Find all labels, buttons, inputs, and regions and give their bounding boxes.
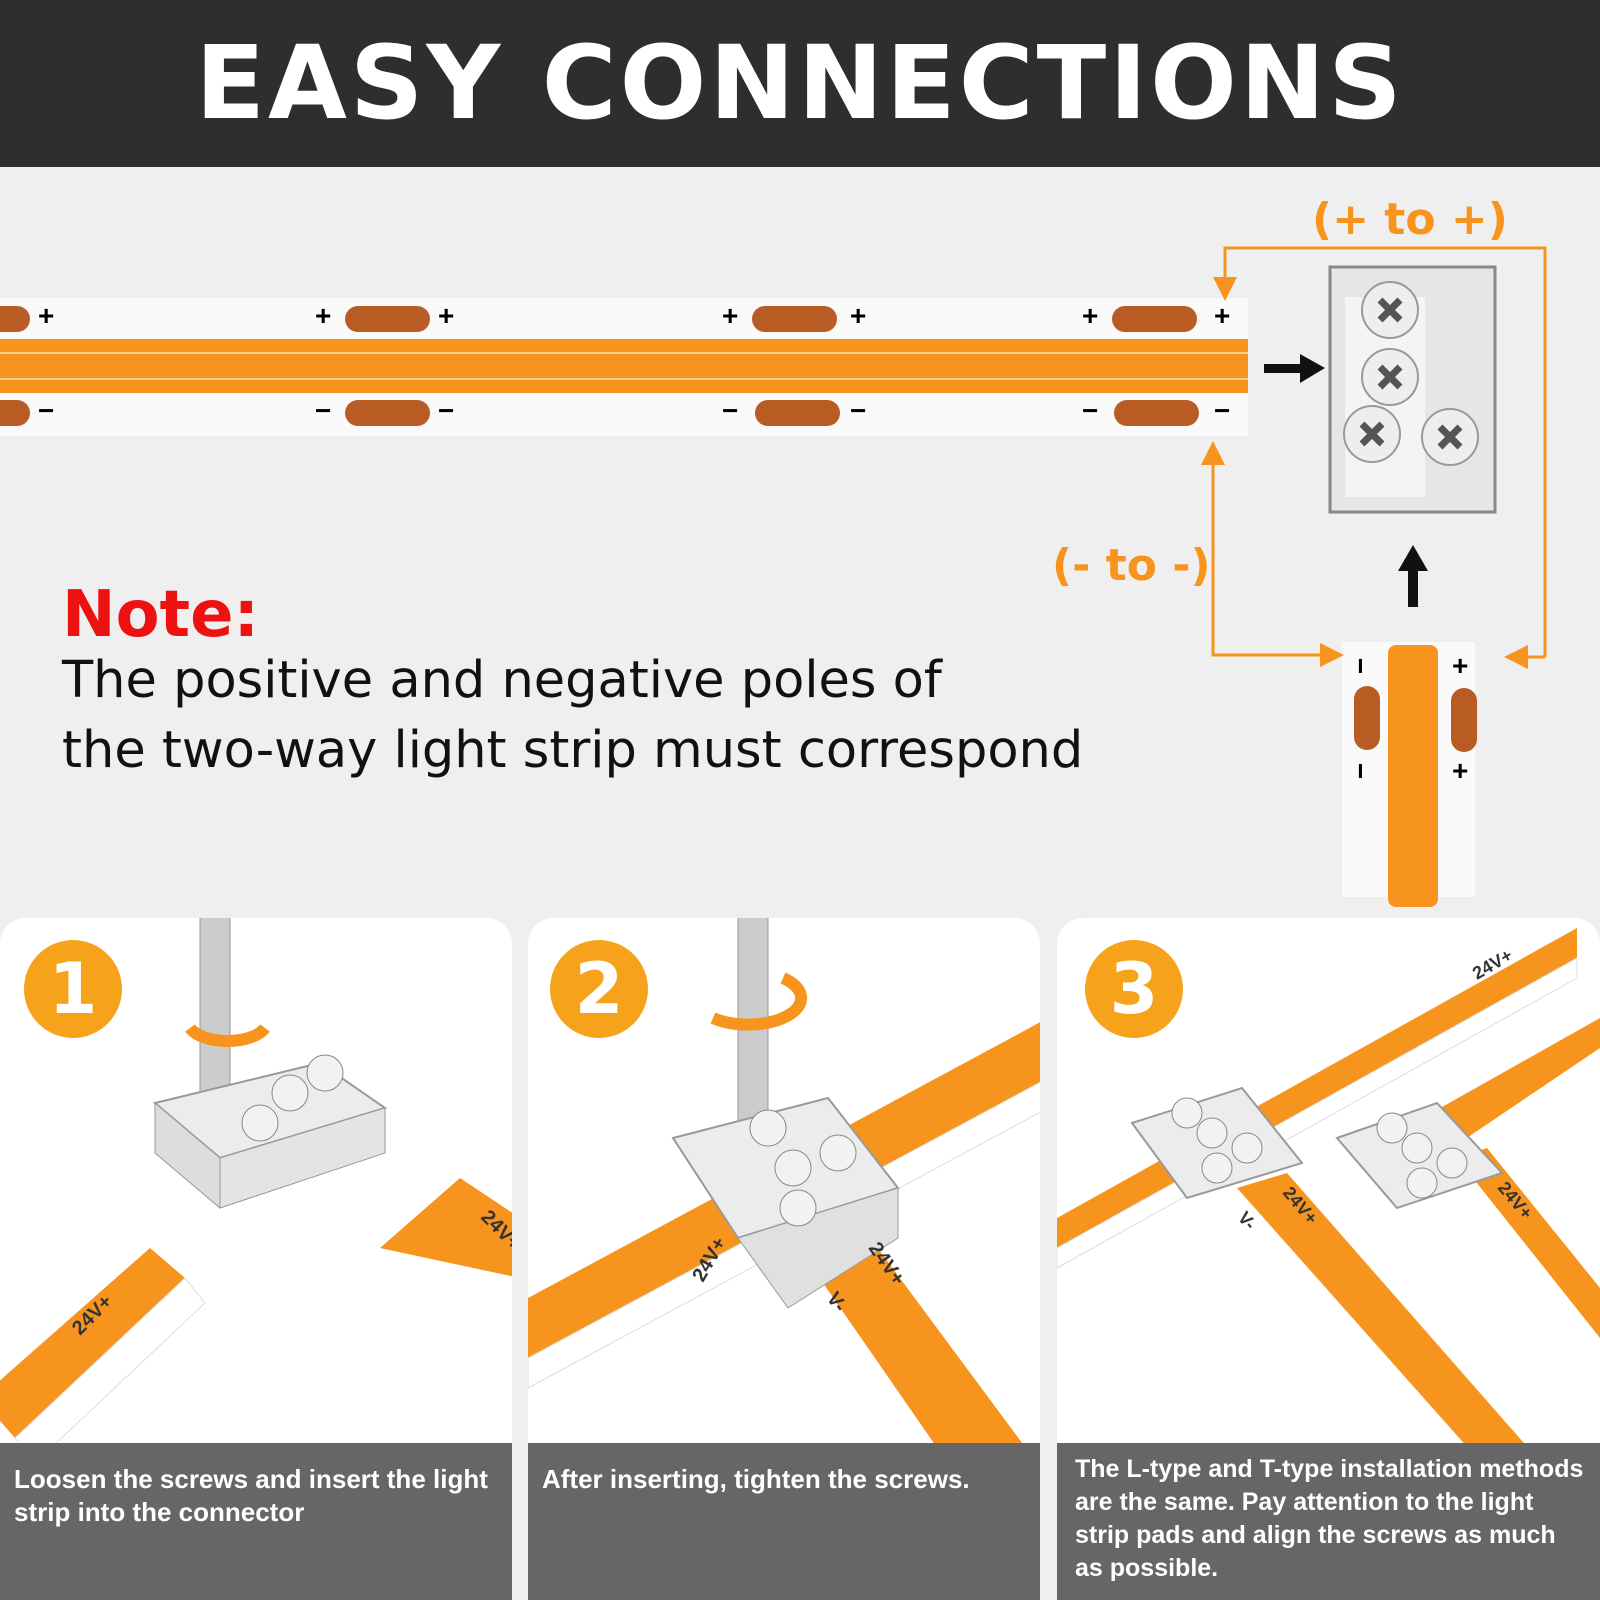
negative-to-negative-label: (- to -) [1052,540,1211,591]
plus-sign: + [315,300,332,331]
plus-sign: + [850,300,867,331]
step-caption: Loosen the screws and insert the light s… [0,1443,512,1600]
connector-icon [1335,1101,1504,1210]
minus-sign: − [1082,395,1099,426]
minus-sign: − [438,395,455,426]
step-number: 1 [24,940,122,1038]
step-1-illustration: 24V+ 24V+ [0,918,512,1443]
note-line: The positive and negative poles of [62,651,942,710]
plus-sign: + [438,300,455,331]
solder-pads [0,306,1199,426]
plus-sign: + [1452,650,1469,681]
positive-to-positive-label: (+ to +) [1312,194,1508,245]
step-caption: After inserting, tighten the screws. [528,1443,1040,1600]
minus-sign: − [722,395,739,426]
step-3-illustration: 24V+ 24V+ 24V+ V- [1057,928,1600,1443]
connector-icon [1328,265,1497,514]
note-line: the two-way light strip must correspond [62,721,1084,780]
plus-sign: + [722,300,739,331]
strip-marking: V- [1234,1208,1260,1234]
step-2-illustration: 24V+ 24V+ V- [528,918,1040,1443]
minus-sign: − [38,395,55,426]
plus-sign: + [1214,300,1231,331]
arrow-up-icon [1398,545,1428,607]
plus-sign: + [1082,300,1099,331]
page-title: EASY CONNECTIONS [195,24,1405,143]
step-panel-2: 24V+ 24V+ V- 2 After inserting, tighten … [528,918,1040,1600]
minus-sign: − [1214,395,1231,426]
connector-icon [1130,1086,1304,1200]
step-panel-1: 24V+ 24V+ 1 Loosen the screws and insert… [0,918,512,1600]
minus-sign: − [1345,657,1377,675]
step-caption: The L-type and T-type installation metho… [1057,1443,1600,1600]
minus-sign: − [315,395,332,426]
connection-diagram [0,246,1547,907]
minus-sign: − [850,395,867,426]
positive-route-line [1213,246,1547,657]
plus-sign: + [38,300,55,331]
note-text: The positive and negative poles of the t… [62,646,1083,786]
header-banner: EASY CONNECTIONS [0,0,1600,167]
step-number: 2 [550,940,648,1038]
arrow-right-icon [1264,354,1325,383]
step-number: 3 [1085,940,1183,1038]
plus-sign: + [1452,755,1469,786]
negative-route-line [1211,449,1344,667]
step-panel-3: 24V+ 24V+ 24V+ V- 3 The L-type and T-typ… [1057,918,1600,1600]
strip-tube [0,339,1248,393]
minus-sign: − [1345,762,1377,780]
note-title: Note: [62,578,260,652]
